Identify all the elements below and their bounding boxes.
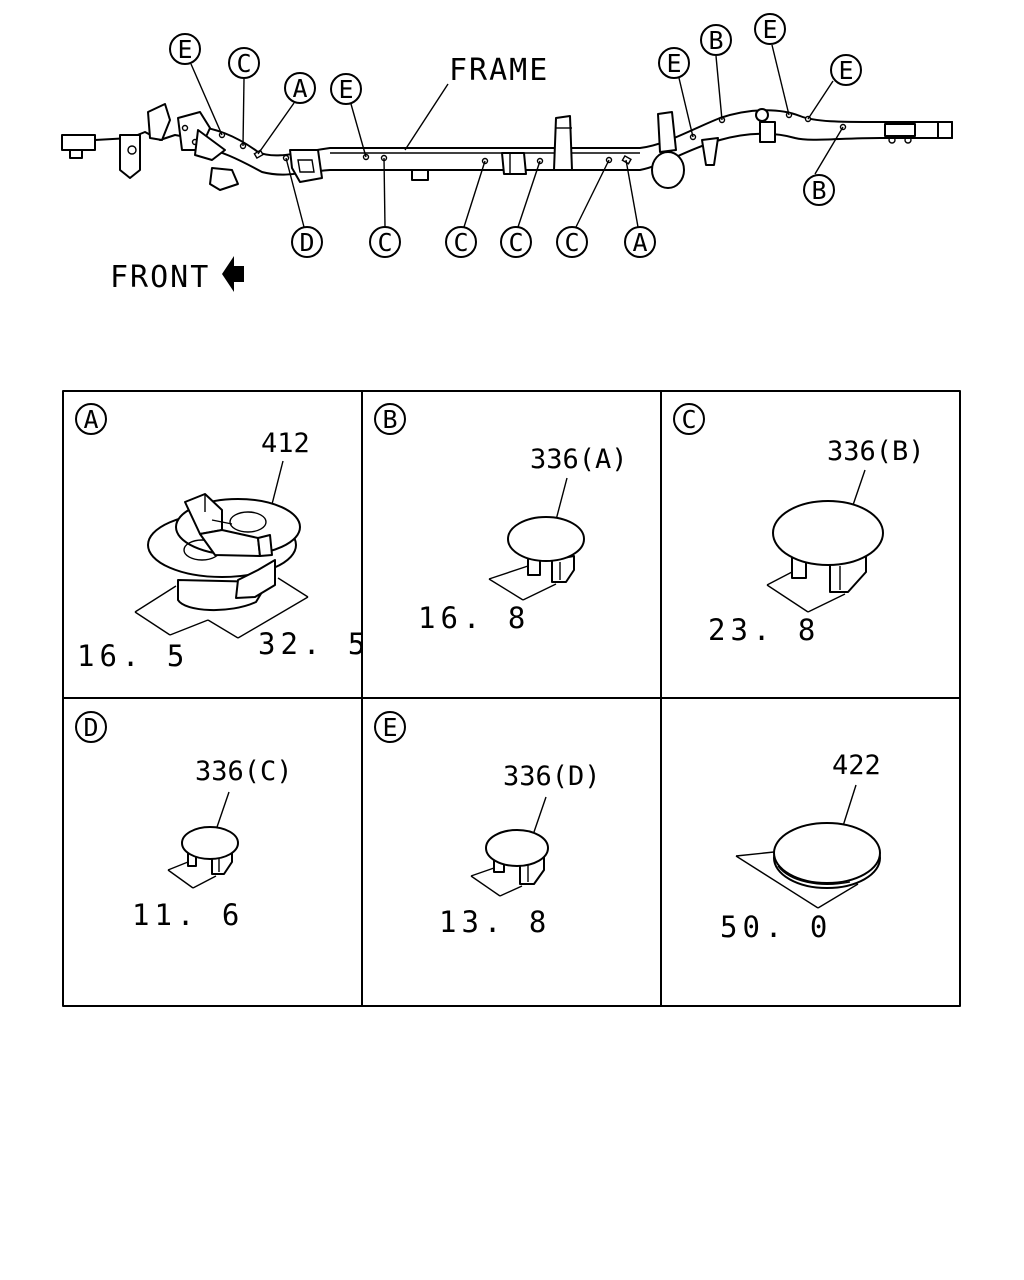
callout-letter-c: C xyxy=(508,228,523,257)
callout-letter-c: C xyxy=(564,228,579,257)
clip-412-illustration xyxy=(147,493,301,611)
callout-bubble-b xyxy=(700,24,732,56)
panel-f-dim-diameter: 50. 0 xyxy=(720,910,832,944)
panel-b-letter-circle xyxy=(374,403,406,435)
panel-d-part-number: 336(C) xyxy=(195,756,293,787)
callout-bubble-c xyxy=(228,47,260,79)
callout-bubble-a xyxy=(284,72,316,104)
callout-bubble-e xyxy=(330,73,362,105)
crossmember-3 xyxy=(657,111,677,153)
panel-e: E 336(D) 13. 8 xyxy=(374,711,601,939)
panel-c: C 336(B) 23. 8 xyxy=(673,403,925,647)
callout-letter-c: C xyxy=(453,228,468,257)
callout-bubble-e xyxy=(169,33,201,65)
panel-d-dim-diameter: 11. 6 xyxy=(132,898,244,932)
panel-f-part-number: 422 xyxy=(832,750,881,781)
panel-b-letter: B xyxy=(382,405,397,434)
panel-e-dim-diameter: 13. 8 xyxy=(439,905,551,939)
panel-e-letter: E xyxy=(382,713,397,742)
callout-letter-d: D xyxy=(299,228,314,257)
plug-336d-illustration xyxy=(485,829,549,885)
callout-letter-a: A xyxy=(632,228,647,257)
callout-letter-b: B xyxy=(708,26,723,55)
panel-e-letter-circle xyxy=(374,711,406,743)
spring-hanger xyxy=(651,151,685,189)
panel-c-letter-circle xyxy=(673,403,705,435)
panel-d: D 336(C) 11. 6 xyxy=(75,711,293,932)
panel-f: 422 50. 0 xyxy=(720,750,881,944)
callout-letter-c: C xyxy=(377,228,392,257)
callout-bubble-c xyxy=(500,226,532,258)
callout-bubble-c xyxy=(369,226,401,258)
plug-336b-illustration xyxy=(772,500,884,593)
rear-end-plate xyxy=(937,121,953,139)
callout-letter-b: B xyxy=(811,176,826,205)
front-bracket xyxy=(61,103,239,191)
callout-bubble-d xyxy=(291,226,323,258)
rear-crossmember xyxy=(884,123,916,137)
callout-letter-e: E xyxy=(177,35,192,64)
callout-bubble-e xyxy=(754,13,786,45)
callout-letter-a: A xyxy=(292,74,307,103)
rear-bracket-eye xyxy=(755,108,769,122)
callout-letter-e: E xyxy=(666,49,681,78)
callout-letter-c: C xyxy=(236,49,251,78)
rear-hanger xyxy=(701,137,719,166)
callout-bubble-a xyxy=(624,226,656,258)
panel-a-letter-circle xyxy=(75,403,107,435)
front-arrow-icon xyxy=(222,256,244,292)
panel-b-part-number: 336(A) xyxy=(530,444,628,475)
callout-letter-e: E xyxy=(838,56,853,85)
plug-336a-illustration xyxy=(507,516,585,583)
plug-336c-illustration xyxy=(181,826,239,875)
detail-panel-grid xyxy=(62,390,961,1007)
frame-title: FRAME xyxy=(449,53,549,88)
panel-e-part-number: 336(D) xyxy=(503,761,601,792)
panel-d-letter-circle xyxy=(75,711,107,743)
mid-bracket-front xyxy=(289,149,323,183)
panel-a-letter: A xyxy=(83,405,98,434)
callout-leaders xyxy=(190,44,844,228)
panel-d-letter: D xyxy=(83,713,98,742)
panel-b: B 336(A) 16. 8 xyxy=(374,403,628,635)
panel-a-dim-width: 16. 5 xyxy=(77,639,189,673)
panel-c-letter: C xyxy=(681,405,696,434)
panel-a: A 412 16. 5 32. 5 xyxy=(75,403,370,673)
panel-b-dim-diameter: 16. 8 xyxy=(418,601,530,635)
callout-letter-e: E xyxy=(338,75,353,104)
crossmember-1 xyxy=(501,152,527,175)
callout-bubble-e xyxy=(830,54,862,86)
callout-bubble-b xyxy=(803,174,835,206)
crossmember-2 xyxy=(553,115,573,171)
panel-a-part-number: 412 xyxy=(261,428,310,459)
panel-c-part-number: 336(B) xyxy=(827,436,925,467)
callout-letter-e: E xyxy=(762,15,777,44)
panel-a-dim-length: 32. 5 xyxy=(258,627,370,661)
cap-422-illustration xyxy=(773,822,881,889)
callout-bubble-c xyxy=(445,226,477,258)
rear-bracket xyxy=(759,121,776,143)
front-label: FRONT xyxy=(110,260,210,295)
frame-rail-bottom xyxy=(194,132,953,176)
crossmember-stub-1 xyxy=(411,169,429,181)
callout-bubble-c xyxy=(556,226,588,258)
panel-c-dim-diameter: 23. 8 xyxy=(708,613,820,647)
callout-bubble-e xyxy=(658,47,690,79)
